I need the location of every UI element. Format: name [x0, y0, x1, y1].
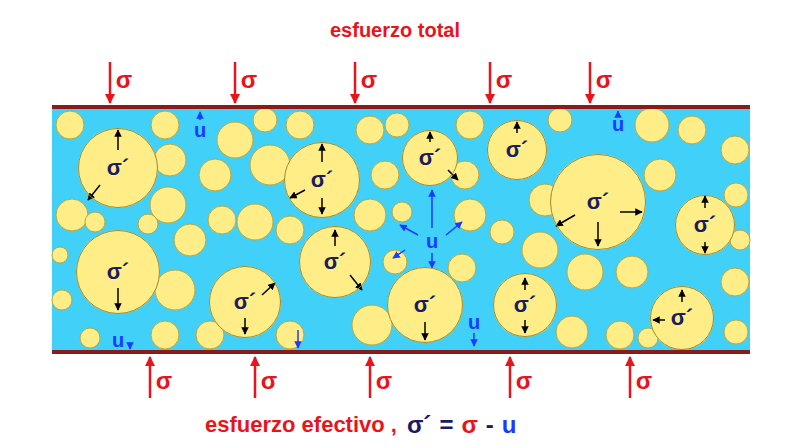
formula-term: - [486, 413, 494, 437]
formula-term: σ [461, 413, 477, 437]
total-stress-label: σ [116, 68, 132, 92]
total-stress-label: σ [376, 369, 392, 393]
grain-fill [493, 273, 557, 337]
total-stress-label: σ [261, 369, 277, 393]
soil-grain: σ´ [550, 154, 646, 250]
total-stress-label: σ [241, 68, 257, 92]
soil-grain: σ´ [402, 130, 458, 186]
title: esfuerzo total [330, 20, 460, 40]
top-plate [52, 105, 750, 109]
stress-symbol: σ´ [419, 147, 441, 169]
total-stress-label: σ [636, 369, 652, 393]
grain-fill [299, 226, 371, 298]
stress-symbol: σ´ [311, 169, 333, 191]
stress-symbol: σ´ [414, 294, 436, 316]
total-stress-arrows [110, 62, 630, 398]
grain-fill [402, 130, 458, 186]
grain-fill [550, 154, 646, 250]
soil-grains [52, 108, 750, 349]
soil-grain: σ´ [675, 195, 735, 255]
stress-symbol: σ´ [324, 251, 346, 273]
formula-term: σ´ [407, 413, 431, 437]
grain-fill [387, 267, 463, 343]
soil-grain: σ´ [78, 128, 158, 208]
stress-symbol: σ´ [671, 307, 693, 329]
grain-fill [675, 195, 735, 255]
pore-water [52, 108, 750, 351]
grain-fill [78, 128, 158, 208]
total-stress-label: σ [516, 369, 532, 393]
pore-pressure-label: u [426, 231, 438, 251]
stress-symbol: σ´ [514, 294, 536, 316]
soil-grain: σ´ [209, 266, 281, 338]
pore-pressure-label: u [468, 312, 480, 332]
pore-pressure-arrows [130, 111, 618, 349]
grain-fill [284, 142, 360, 218]
stress-symbol: σ´ [107, 261, 129, 283]
total-stress-label: σ [496, 68, 512, 92]
pore-pressure-label: u [112, 330, 124, 350]
soil-grain: σ´ [299, 226, 371, 298]
soil-grain: σ´ [76, 230, 160, 314]
stress-symbol: σ´ [694, 214, 716, 236]
soil-grain: σ´ [387, 267, 463, 343]
soil-grain: σ´ [493, 273, 557, 337]
stress-symbol: σ´ [234, 291, 256, 313]
soil-grain: σ´ [650, 286, 714, 350]
grain-fill [650, 286, 714, 350]
pore-pressure-label: u [194, 120, 206, 140]
total-stress-label: σ [361, 68, 377, 92]
grain-fill [209, 266, 281, 338]
formula-term: = [439, 413, 453, 437]
soil-grain: σ´ [284, 142, 360, 218]
total-stress-label: σ [596, 68, 612, 92]
pore-pressure-label: u [612, 114, 624, 134]
soil-grain: σ´ [487, 120, 547, 180]
contact-arrows [88, 122, 705, 340]
grain-fill [76, 230, 160, 314]
caption: esfuerzo efectivo , [205, 414, 397, 436]
stress-symbol: σ´ [506, 139, 528, 161]
bottom-plate [52, 350, 750, 354]
formula-term: u [502, 413, 517, 437]
stress-symbol: σ´ [107, 157, 129, 179]
total-stress-label: σ [156, 369, 172, 393]
grain-fill [487, 120, 547, 180]
stress-symbol: σ´ [587, 191, 609, 213]
